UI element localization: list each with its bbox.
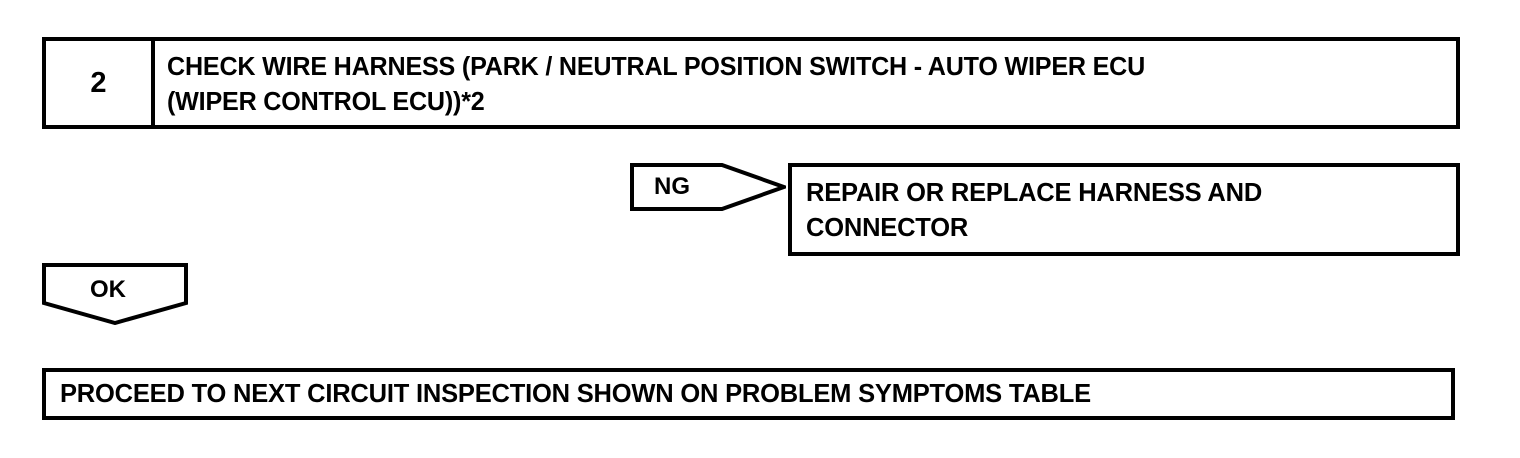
- step-instruction-line-1: CHECK WIRE HARNESS (PARK / NEUTRAL POSIT…: [167, 53, 1146, 81]
- step-number: 2: [90, 66, 107, 99]
- step-2-box: 2 CHECK WIRE HARNESS (PARK / NEUTRAL POS…: [42, 37, 1460, 129]
- repair-line-2: CONNECTOR: [806, 214, 969, 242]
- proceed-line-1: PROCEED TO NEXT CIRCUIT INSPECTION SHOWN…: [60, 380, 1091, 408]
- ng-label: NG: [654, 173, 690, 200]
- ok-branch-arrow: OK: [42, 263, 188, 325]
- repair-line-1: REPAIR OR REPLACE HARNESS AND: [806, 179, 1263, 207]
- step-instruction-line-2: (WIPER CONTROL ECU))*2: [167, 88, 485, 116]
- step-instruction-cell: CHECK WIRE HARNESS (PARK / NEUTRAL POSIT…: [155, 41, 1456, 125]
- arrow-down-icon: [42, 263, 188, 325]
- ok-label: OK: [90, 276, 126, 303]
- ng-branch-arrow: NG: [630, 163, 786, 211]
- step-number-cell: 2: [46, 41, 155, 125]
- proceed-to-next-inspection-box: PROCEED TO NEXT CIRCUIT INSPECTION SHOWN…: [42, 368, 1455, 420]
- repair-or-replace-box: REPAIR OR REPLACE HARNESS AND CONNECTOR: [788, 163, 1460, 256]
- arrow-right-icon: [630, 163, 786, 211]
